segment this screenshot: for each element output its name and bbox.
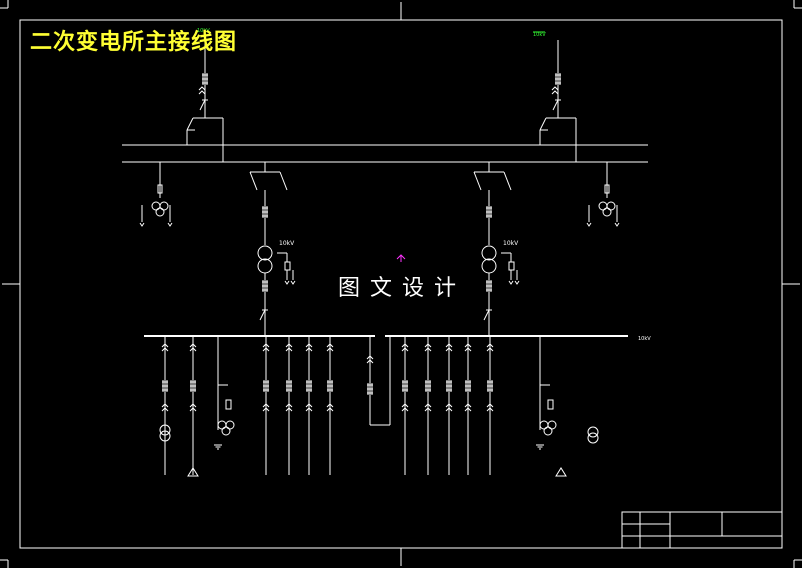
disconnector-icon (186, 117, 194, 131)
transformer-icon (257, 245, 273, 261)
fuse-icon (508, 261, 515, 271)
pt-icon (543, 426, 553, 436)
disconnector-icon (259, 309, 266, 321)
fuse-icon (547, 399, 554, 410)
breaker-icon (445, 403, 453, 412)
pt-icon (606, 201, 616, 211)
breaker-icon (161, 343, 169, 352)
breaker-icon (326, 343, 334, 352)
breaker-icon (161, 403, 169, 412)
pt-icon (159, 201, 169, 211)
breaker-icon (285, 343, 293, 352)
pt-icon (587, 432, 599, 444)
pt-icon (587, 426, 599, 438)
arrow-icon (586, 222, 592, 227)
arrow-icon (167, 222, 173, 227)
breaker-icon (486, 343, 494, 352)
transformer-icon (481, 258, 497, 274)
arrow-icon (139, 222, 145, 227)
breaker-icon (262, 343, 270, 352)
fuse-icon (225, 399, 232, 410)
breaker-icon (305, 403, 313, 412)
pt-icon (539, 420, 549, 430)
pt-icon (225, 420, 235, 430)
pt-icon (602, 207, 612, 217)
lv-bus-label: 10kV (638, 336, 651, 342)
disconnector-icon (552, 99, 559, 111)
breaker-icon (551, 86, 559, 95)
arrester-icon (555, 467, 567, 477)
fuse-icon (157, 184, 163, 194)
breaker-icon (464, 403, 472, 412)
arrow-icon (508, 280, 514, 285)
watermark-text: 图文设计 (338, 276, 467, 301)
disconnector-icon (473, 171, 482, 191)
pt-icon (598, 201, 608, 211)
disconnector-icon (199, 99, 206, 111)
transformer-label-2: 10kV (503, 240, 519, 247)
disconnector-icon (483, 309, 490, 321)
title-block (621, 511, 783, 549)
drawing-title: 二次变电所主接线图 (30, 29, 238, 55)
transformer-icon (481, 245, 497, 261)
breaker-icon (326, 403, 334, 412)
disconnector-icon (503, 171, 512, 191)
pt-icon (151, 201, 161, 211)
breaker-icon (262, 403, 270, 412)
pt-icon (547, 420, 557, 430)
breaker-icon (424, 343, 432, 352)
source-label-2: 10kV (533, 32, 546, 38)
transformer-icon (257, 258, 273, 274)
breaker-icon (486, 403, 494, 412)
breaker-icon (401, 403, 409, 412)
arrester-icon (187, 467, 199, 477)
pt-icon (159, 424, 171, 436)
pt-icon (159, 430, 171, 442)
transformer-label-1: 10kV (279, 240, 295, 247)
breaker-icon (401, 343, 409, 352)
arrow-icon (284, 280, 290, 285)
breaker-icon (464, 343, 472, 352)
disconnector-icon (249, 171, 258, 191)
arrow-icon (290, 280, 296, 285)
fuse-icon (284, 261, 291, 271)
cursor-icon (396, 254, 406, 262)
breaker-icon (366, 355, 374, 364)
disconnector-icon (279, 171, 288, 191)
breaker-icon (424, 403, 432, 412)
arrow-icon (614, 222, 620, 227)
breaker-icon (189, 343, 197, 352)
arrow-icon (514, 280, 520, 285)
pt-icon (221, 426, 231, 436)
pt-icon (155, 207, 165, 217)
breaker-icon (285, 403, 293, 412)
source-label-1: 10kV (197, 28, 210, 34)
breaker-icon (445, 343, 453, 352)
disconnector-icon (539, 117, 547, 131)
breaker-icon (189, 403, 197, 412)
breaker-icon (305, 343, 313, 352)
pt-icon (217, 420, 227, 430)
breaker-icon (198, 86, 206, 95)
fuse-icon (604, 184, 610, 194)
